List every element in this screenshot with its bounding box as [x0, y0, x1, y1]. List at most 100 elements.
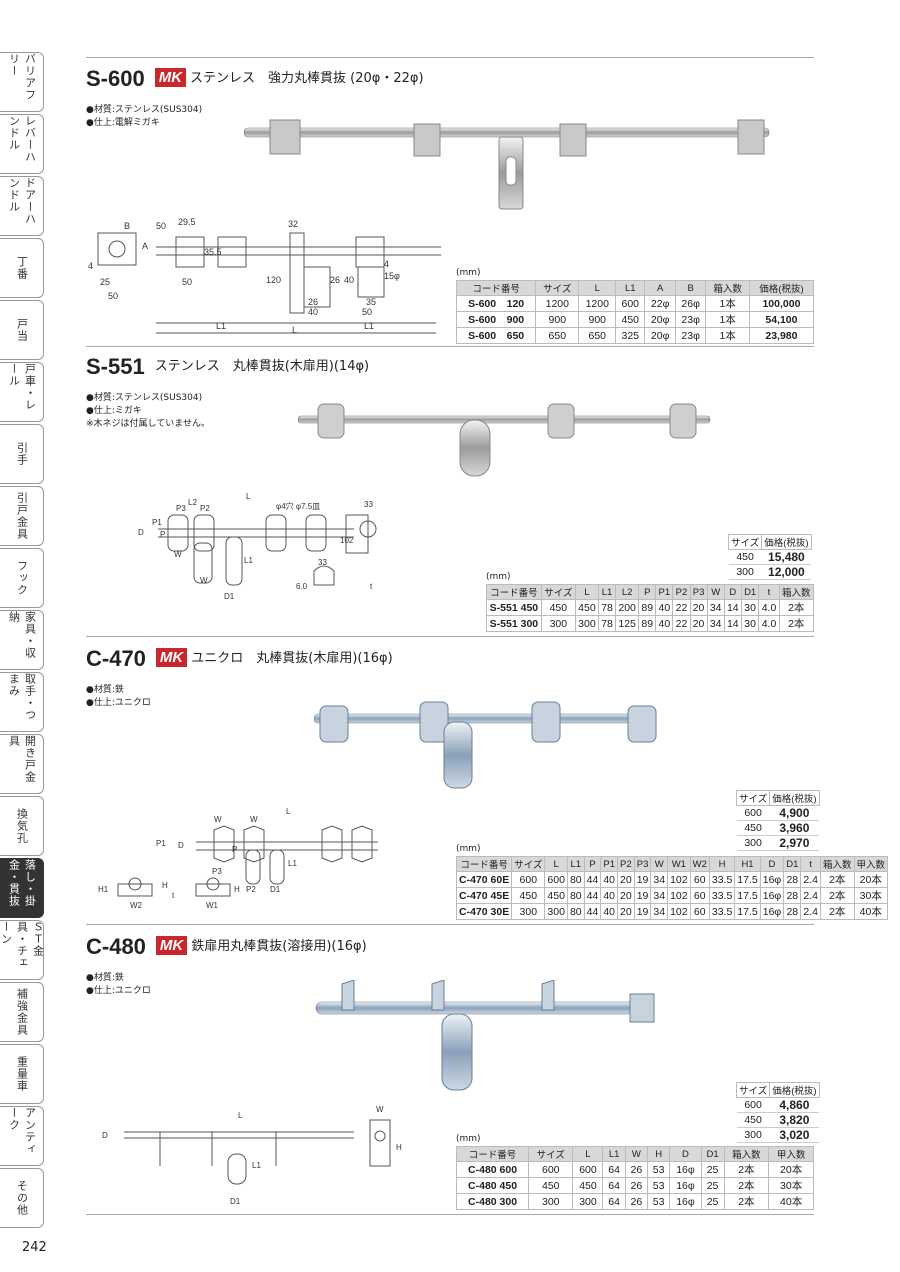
- side-tab[interactable]: 取手・つまみ: [0, 672, 44, 732]
- side-tab[interactable]: 戸車・レール: [0, 362, 44, 422]
- side-tab[interactable]: ドアーハンドル: [0, 176, 44, 236]
- side-tab[interactable]: 重量車: [0, 1044, 44, 1104]
- table-header: 箱入数: [778, 584, 815, 600]
- table-header: サイズ: [511, 856, 546, 872]
- side-tab[interactable]: フック: [0, 548, 44, 608]
- dim-label: 120: [266, 275, 281, 285]
- side-tab[interactable]: レバーハンドル: [0, 114, 44, 174]
- table-cell: 200: [615, 599, 640, 616]
- table-header: コード番号: [455, 1146, 530, 1162]
- table-cell: 34: [706, 615, 725, 632]
- side-tab[interactable]: 戸当: [0, 300, 44, 360]
- table-cell: 53: [647, 1193, 671, 1210]
- table-cell: 17.5: [734, 903, 761, 920]
- side-tab[interactable]: ＳＴ金具・チェーン: [0, 920, 45, 980]
- table-cell: C-480 450: [455, 1177, 530, 1194]
- table-cell: 300: [528, 1193, 574, 1210]
- table-cell: 450: [544, 887, 568, 904]
- table-cell: C-470 30E: [455, 903, 513, 920]
- table-cell: 40: [655, 599, 674, 616]
- table-cell: 1200: [535, 295, 580, 312]
- table-cell: 64: [602, 1161, 626, 1178]
- table-cell: 40: [655, 615, 674, 632]
- table-cell: 78: [597, 599, 617, 616]
- table-header: W2: [689, 856, 710, 872]
- table-header: D1: [740, 584, 760, 600]
- table-cell: 34: [650, 871, 669, 888]
- dim-label: P1: [156, 839, 166, 848]
- dim-label: L2: [188, 498, 197, 507]
- dim-label: L1: [252, 1161, 261, 1170]
- table-cell: 19: [633, 871, 652, 888]
- table-cell: 20: [689, 599, 708, 616]
- table-cell: 600: [572, 1161, 604, 1178]
- dim-label: D1: [224, 592, 235, 601]
- side-tab[interactable]: 落し・掛金・貫抜: [0, 858, 44, 918]
- side-tab[interactable]: 家具・収納: [0, 610, 44, 670]
- table-cell: 1本: [705, 327, 750, 344]
- dim-label: L1: [364, 321, 374, 331]
- table-cell: 100,000: [748, 295, 815, 312]
- side-tab[interactable]: アンティーク: [0, 1106, 44, 1166]
- table-header: L1: [615, 280, 646, 296]
- table-cell: 16φ: [759, 903, 785, 920]
- table-header: サイズ: [540, 584, 576, 600]
- brand-logo: MK: [155, 648, 188, 667]
- dim-label: P: [160, 530, 165, 539]
- side-tab[interactable]: バリアフリー: [0, 52, 44, 112]
- table-header: P: [638, 584, 657, 600]
- dim-label: W2: [130, 901, 143, 910]
- unit-label: (mm): [456, 844, 481, 854]
- dim-label: D: [178, 841, 184, 850]
- table-header: P: [583, 856, 602, 872]
- page-number: 242: [22, 1240, 47, 1255]
- side-tab[interactable]: 丁番: [0, 238, 44, 298]
- table-cell: 102: [667, 887, 691, 904]
- side-tab[interactable]: 換気孔: [0, 796, 44, 856]
- c470-dimension-drawing: L W W P1 D P L1 P3 P2 D1 H1 H t H W2 W1: [98, 807, 378, 910]
- table-header: L1: [597, 584, 617, 600]
- dim-label: W: [214, 815, 222, 824]
- price-header: 価格(税抜): [769, 1082, 820, 1098]
- table-header: D1: [783, 856, 802, 872]
- price-cell: 450: [736, 1112, 770, 1128]
- table-cell: 22φ: [644, 295, 676, 312]
- table-cell: 25: [700, 1193, 725, 1210]
- side-tab[interactable]: 引手: [0, 424, 44, 484]
- side-tab[interactable]: 補強金具: [0, 982, 44, 1042]
- side-tab[interactable]: 開き戸金具: [0, 734, 44, 794]
- divider: [86, 346, 814, 347]
- table-cell: 2.4: [800, 871, 821, 888]
- side-tab[interactable]: 引戸金具: [0, 486, 44, 546]
- dim-label: P: [232, 845, 237, 854]
- table-cell: 300: [540, 615, 576, 632]
- spec-line: ●材質:鉄: [86, 973, 124, 983]
- dim-label: 35.5: [204, 247, 222, 257]
- table-header: t: [800, 856, 821, 872]
- spec-line: ●仕上:ミガキ: [86, 406, 142, 416]
- side-tab[interactable]: その他: [0, 1168, 44, 1228]
- product-code: S-551: [86, 354, 145, 379]
- table-cell: 2本: [723, 1177, 770, 1194]
- table-cell: 44: [583, 887, 602, 904]
- table-cell: 23φ: [674, 311, 707, 328]
- table-cell: 30本: [853, 887, 889, 904]
- price-cell: 4,900: [769, 805, 820, 821]
- table-cell: 26: [624, 1193, 649, 1210]
- table-cell: 78: [597, 615, 617, 632]
- dim-label: W: [376, 1105, 384, 1114]
- c480-specs: ●材質:鉄 ●仕上:ユニクロ: [86, 972, 151, 998]
- s600-specs: ●材質:ステンレス(SUS304) ●仕上:電解ミガキ: [86, 104, 202, 130]
